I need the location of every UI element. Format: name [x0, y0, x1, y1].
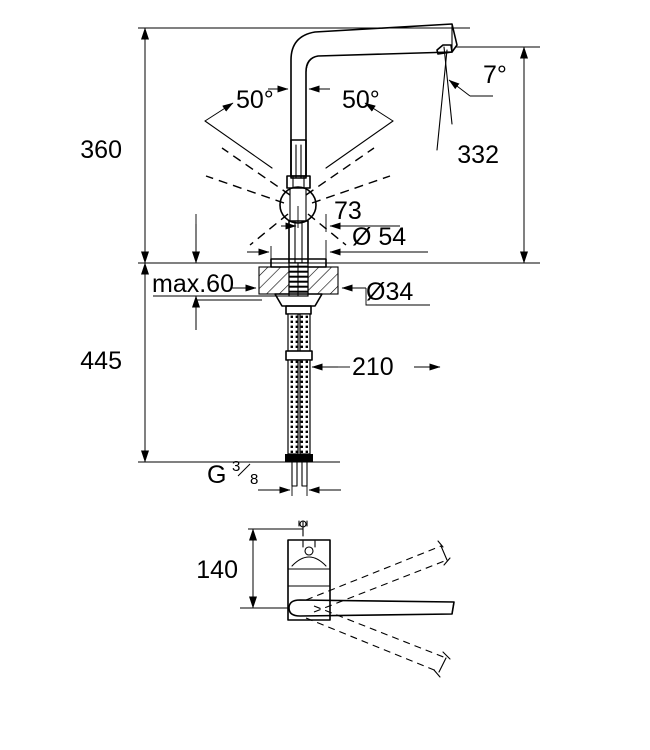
spout-outline	[290, 23, 458, 177]
elevation-view: 360 445 max.60 332 7°	[80, 23, 540, 496]
dimension-label-left-swivel: 50°	[236, 86, 274, 114]
dimension-7deg: 7°	[436, 46, 507, 151]
dimension-label-right-swivel: 50°	[342, 86, 380, 114]
dimension-label-thread-letter: G	[207, 461, 226, 489]
lever-collar	[286, 175, 311, 189]
threaded-shank	[288, 262, 309, 297]
dimension-140: 140	[196, 528, 303, 609]
countertop-section	[258, 266, 339, 295]
dimension-label-spout-reach: 73	[334, 197, 362, 225]
plan-body-barrel	[287, 539, 331, 621]
dimension-thread: G 3 8	[207, 458, 341, 496]
dimension-label-thread-numerator: 3	[232, 458, 240, 475]
dimension-dia54: Ø 54	[247, 223, 428, 262]
dimension-label-thread-denominator: 8	[250, 471, 258, 488]
dimension-332: 332	[457, 46, 528, 264]
plan-top-fitting	[298, 520, 308, 537]
riser-tube	[290, 139, 307, 179]
swivel-rays	[205, 147, 391, 246]
dimension-label-total-height: 360	[80, 136, 122, 164]
dimension-label-hose-length: 210	[352, 353, 394, 381]
dimension-riser-width	[268, 82, 330, 96]
plan-view: 140	[196, 520, 455, 678]
plan-spout-arm	[288, 599, 455, 617]
dimension-50deg-left: 50°	[204, 86, 274, 169]
dimension-73: 73	[281, 197, 400, 232]
dimension-label-hole-diameter: Ø34	[366, 278, 413, 306]
dimension-50deg-right: 50°	[325, 86, 394, 169]
dimension-label-below-counter: 445	[80, 347, 122, 375]
dimension-label-counter-thickness: max.60	[152, 270, 234, 298]
dimension-max60: max.60	[152, 214, 290, 330]
dimension-210: 210	[311, 353, 441, 381]
dimension-label-spout-height: 332	[457, 141, 499, 169]
dimension-label-outlet-angle: 7°	[483, 61, 507, 89]
dimension-360: 360	[80, 27, 149, 264]
dimension-label-plan-offset: 140	[196, 556, 238, 584]
flexible-hoses	[285, 313, 313, 487]
dimension-label-base-diameter: Ø 54	[352, 223, 406, 251]
dimension-dia34: Ø34	[232, 278, 430, 306]
dimension-445: 445	[80, 262, 149, 463]
plan-swivel-arms	[305, 540, 451, 678]
